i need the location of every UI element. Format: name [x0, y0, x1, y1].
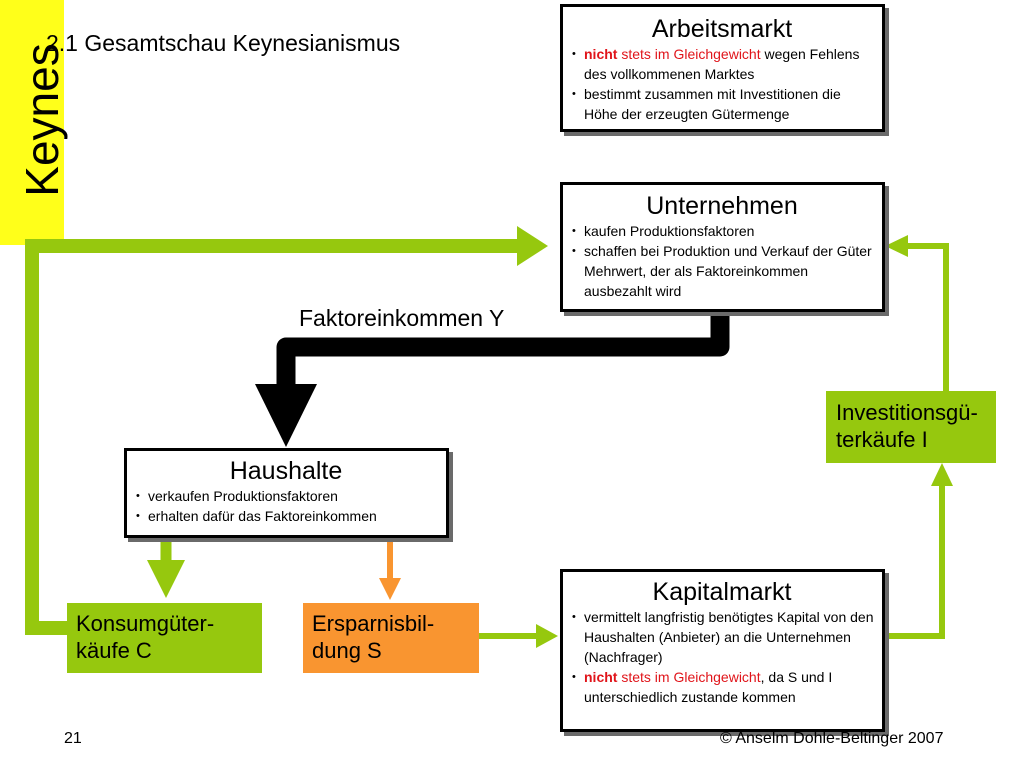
- kapitalmarkt-to-invest-arrow-line: [885, 484, 945, 639]
- copyright: © Anselm Dohle-Beltinger 2007: [720, 730, 944, 747]
- haushalte-to-ersparnis-arrowhead: [379, 578, 401, 600]
- kapitalmarkt-bullet-2-red: stets im Gleichgewicht: [617, 669, 761, 685]
- arbeitsmarkt-bullet-2: bestimmt zusammen mit Investitionen die …: [570, 84, 874, 124]
- invest-line-1: Investitionsgü-: [836, 400, 978, 425]
- kapitalmarkt-box: Kapitalmarkt vermittelt langfristig benö…: [560, 569, 885, 732]
- keynes-text: Keynes: [16, 43, 68, 197]
- kapitalmarkt-bullet-2-text: , da S und I unterschiedlich zustande ko…: [584, 669, 833, 705]
- kapitalmarkt-bullets: vermittelt langfristig benötigtes Kapita…: [570, 607, 874, 707]
- kapitalmarkt-bullet-2-emphasis: nicht: [584, 669, 618, 685]
- unternehmen-bullets: kaufen Produktionsfaktoren schaffen bei …: [570, 221, 874, 301]
- kapitalmarkt-title: Kapitalmarkt: [652, 578, 792, 606]
- haushalte-title: Haushalte: [229, 457, 343, 485]
- konsum-line-2: käufe C: [76, 638, 152, 663]
- unternehmen-bullet-1: kaufen Produktionsfaktoren: [570, 221, 874, 241]
- konsum-to-unternehmen-arrow-line: [25, 239, 522, 635]
- ersparnis-line-1: Ersparnisbil-: [312, 611, 435, 636]
- haushalte-to-konsum-arrowhead: [147, 560, 185, 598]
- unternehmen-bullet-2: schaffen bei Produktion und Verkauf der …: [570, 241, 874, 301]
- page-number: 21: [64, 730, 82, 747]
- arbeitsmarkt-bullet-1: nicht stets im Gleichgewicht wegen Fehle…: [570, 44, 874, 84]
- faktoreinkommen-arrowhead: [255, 384, 317, 447]
- invest-line-2: terkäufe I: [836, 427, 928, 452]
- arbeitsmarkt-bullet-1-red: stets im Gleichgewicht: [617, 46, 761, 62]
- sidebar-tab: [0, 0, 64, 245]
- unternehmen-box: Unternehmen kaufen Produktionsfaktoren s…: [560, 182, 885, 312]
- konsum-to-unternehmen-arrowhead: [517, 226, 548, 266]
- konsum-line-1: Konsumgüter-: [76, 611, 215, 636]
- haushalte-bullets: verkaufen Produktionsfaktoren erhalten d…: [134, 486, 438, 526]
- arbeitsmarkt-bullets: nicht stets im Gleichgewicht wegen Fehle…: [570, 44, 874, 124]
- arbeitsmarkt-title: Arbeitsmarkt: [651, 15, 793, 43]
- investitionsgueterkaeufe-box: Investitionsgü- terkäufe I: [826, 391, 996, 463]
- arbeitsmarkt-bullet-1-emphasis: nicht: [584, 46, 618, 62]
- arbeitsmarkt-box: Arbeitsmarkt nicht stets im Gleichgewich…: [560, 4, 885, 132]
- kapitalmarkt-bullet-1: vermittelt langfristig benötigtes Kapita…: [570, 607, 874, 667]
- haushalte-bullet-1: verkaufen Produktionsfaktoren: [134, 486, 438, 506]
- konsumgueterkaeufe-box: Konsumgüter- käufe C: [67, 603, 262, 673]
- kapitalmarkt-to-invest-arrowhead: [931, 463, 953, 486]
- invest-to-unternehmen-arrowhead: [885, 235, 908, 257]
- ersparnis-line-2: dung S: [312, 638, 382, 663]
- haushalte-box: Haushalte verkaufen Produktionsfaktoren …: [124, 448, 449, 538]
- page-title: 2.1 Gesamtschau Keynesianismus: [46, 30, 401, 56]
- ersparnis-to-kapitalmarkt-arrowhead: [536, 624, 558, 648]
- haushalte-bullet-2: erhalten dafür das Faktoreinkommen: [134, 506, 438, 526]
- invest-to-unternehmen-arrow-line: [906, 243, 949, 391]
- ersparnisbildung-box: Ersparnisbil- dung S: [303, 603, 479, 673]
- kapitalmarkt-bullet-2: nicht stets im Gleichgewicht, da S und I…: [570, 667, 874, 707]
- faktoreinkommen-arrow-line: [276, 312, 730, 388]
- unternehmen-title: Unternehmen: [646, 192, 798, 220]
- faktoreinkommen-label: Faktoreinkommen Y: [299, 305, 505, 331]
- arbeitsmarkt-bullet-1-text: wegen Fehlens des vollkommenen Marktes: [584, 46, 860, 82]
